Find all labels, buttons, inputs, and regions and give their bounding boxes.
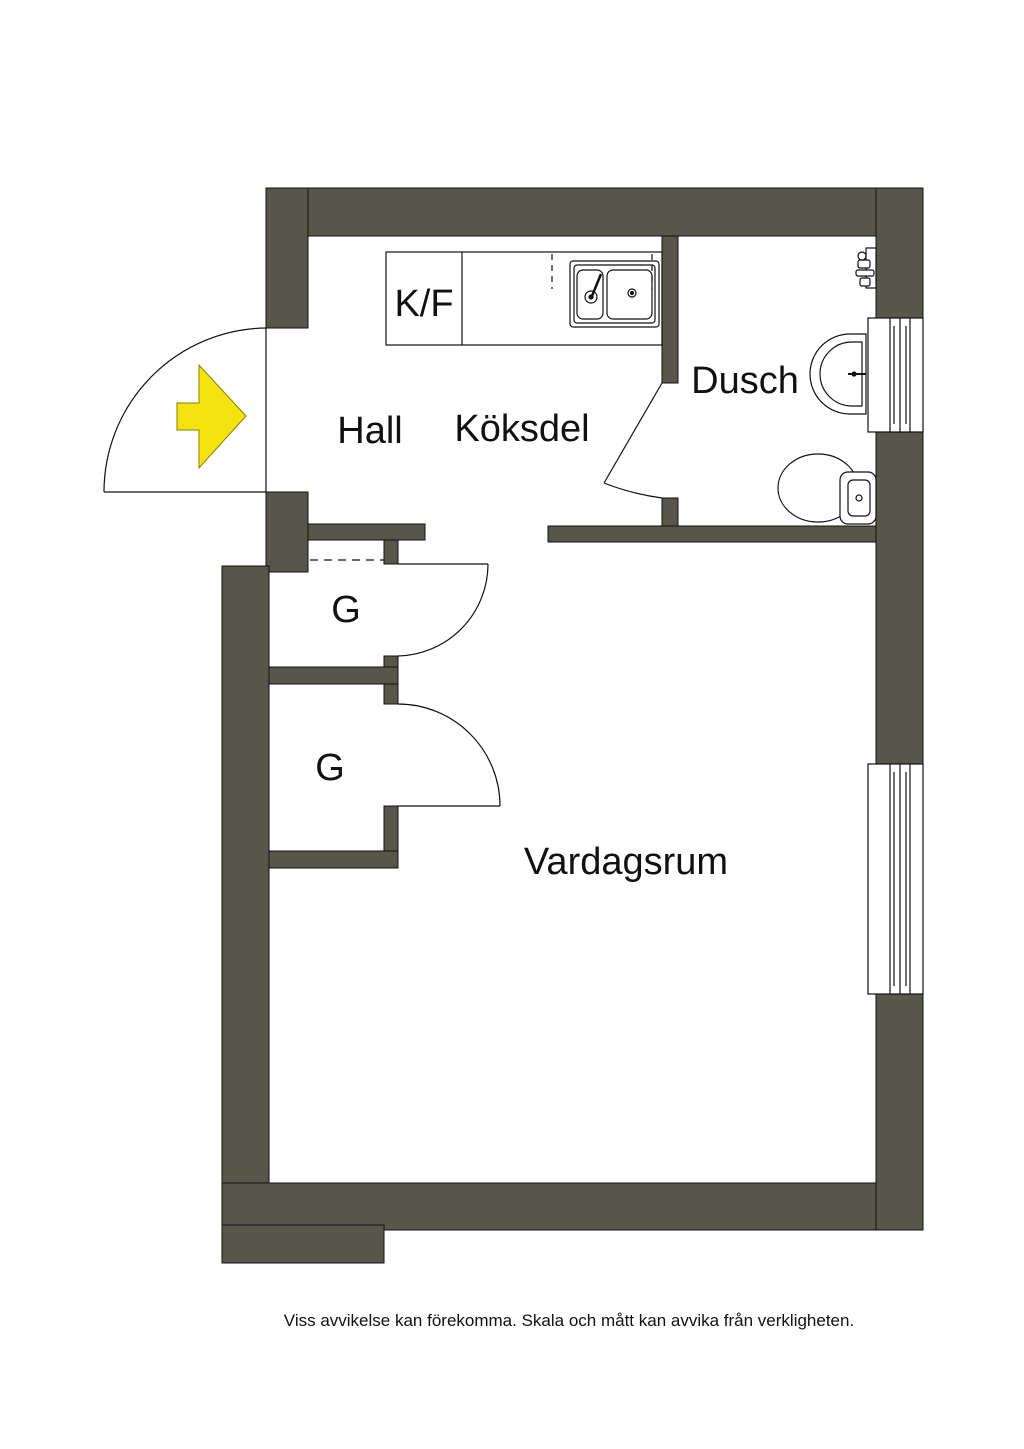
room-label-dusch: Dusch	[691, 360, 799, 402]
window-living-room	[867, 763, 924, 995]
wall-hall-left-lower	[265, 491, 309, 573]
entrance-door	[103, 327, 267, 493]
wall-bath-left-lower	[661, 497, 679, 527]
room-label-kyl-frys: K/F	[394, 283, 453, 325]
bathroom-fixtures	[777, 247, 877, 525]
wall-hall-partition	[307, 523, 426, 541]
wall-closet2-post-top	[383, 683, 399, 705]
wall-top	[265, 187, 924, 237]
closet-1-door	[397, 563, 489, 657]
wall-right-mid	[875, 429, 924, 767]
washbasin-icon	[809, 333, 867, 415]
wall-right-top	[875, 187, 924, 321]
shower-head-icon	[855, 247, 877, 289]
wall-bottom	[221, 1182, 924, 1231]
wall-left-outer	[221, 565, 270, 1264]
wall-bath-bottom	[547, 525, 877, 543]
doors	[103, 327, 663, 807]
wall-closet1-post-top	[383, 539, 399, 565]
sink-icon	[569, 260, 660, 328]
wall-hall-left-upper	[265, 187, 309, 329]
wall-bottom-notch	[221, 1224, 385, 1264]
disclaimer-text: Viss avvikelse kan förekomma. Skala och …	[283, 1311, 855, 1330]
walls	[221, 187, 924, 1264]
kitchen-counter	[385, 251, 663, 346]
kitchen	[385, 251, 663, 346]
wall-bath-left-upper	[661, 235, 679, 384]
wall-closet-divider	[268, 666, 399, 685]
toilet-icon	[777, 453, 877, 525]
room-label-garderob-2: G	[315, 747, 345, 789]
window-bathroom	[867, 317, 924, 433]
bathroom-door	[603, 382, 663, 499]
wall-right-bottom	[875, 991, 924, 1231]
room-label-koksdel: Köksdel	[454, 408, 589, 450]
windows	[867, 317, 924, 995]
room-label-garderob-1: G	[331, 589, 361, 631]
entrance-arrow-icon	[176, 363, 247, 470]
room-label-hall: Hall	[337, 410, 402, 452]
closet-2-door	[397, 703, 501, 807]
room-label-vardagsrum: Vardagsrum	[524, 841, 728, 883]
wall-closet2-bottom	[268, 850, 399, 869]
